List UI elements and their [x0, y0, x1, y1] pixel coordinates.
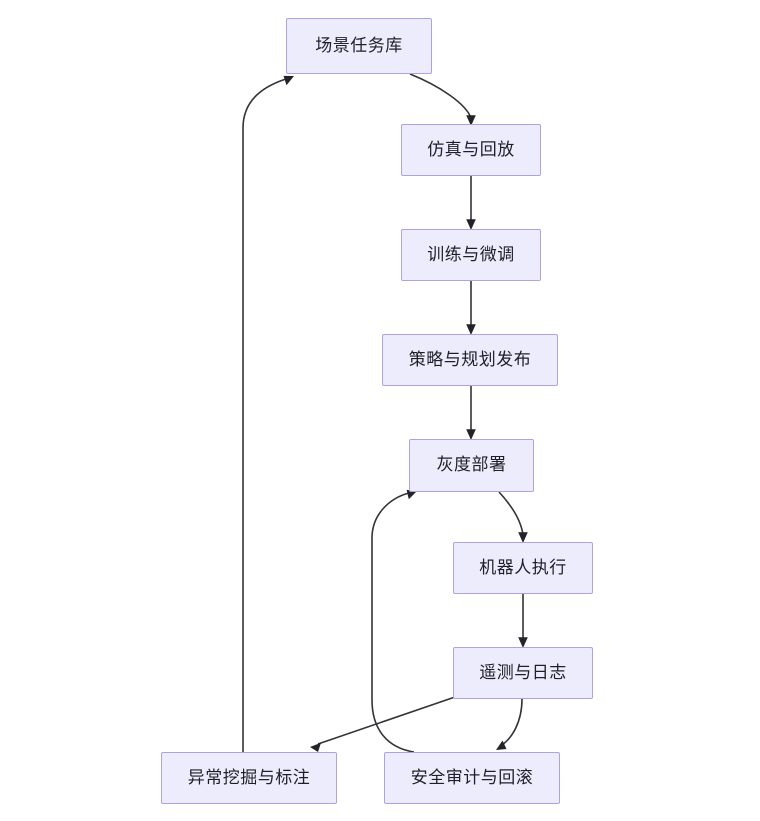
node-label-sim-replay: 仿真与回放 [427, 139, 515, 159]
edge-canary-deploy-to-robot-execute [498, 491, 528, 543]
node-label-anomaly-mining: 异常挖掘与标注 [187, 767, 311, 787]
node-policy-publish[interactable]: 策略与规划发布 [382, 334, 558, 386]
node-anomaly-mining[interactable]: 异常挖掘与标注 [161, 752, 337, 804]
edge-telemetry-logs-to-safety-rollback [496, 698, 523, 750]
node-label-train-finetune: 训练与微调 [427, 244, 515, 264]
edge-safety-rollback-to-canary-deploy [371, 489, 417, 753]
node-scenario-library[interactable]: 场景任务库 [286, 18, 432, 74]
edge-telemetry-logs-to-anomaly-mining [310, 696, 456, 752]
edge-robot-execute-to-telemetry-logs [518, 594, 528, 648]
node-label-scenario-library: 场景任务库 [315, 35, 403, 55]
node-canary-deploy[interactable]: 灰度部署 [409, 439, 534, 492]
node-sim-replay[interactable]: 仿真与回放 [401, 124, 541, 176]
node-train-finetune[interactable]: 训练与微调 [401, 229, 541, 281]
node-label-telemetry-logs: 遥测与日志 [479, 662, 567, 682]
node-safety-rollback[interactable]: 安全审计与回滚 [384, 752, 560, 804]
edge-sim-replay-to-train-finetune [466, 176, 476, 230]
edge-train-finetune-to-policy-publish [466, 281, 476, 335]
node-label-safety-rollback: 安全审计与回滚 [410, 767, 534, 787]
edge-anomaly-mining-to-scenario-library [242, 75, 294, 752]
node-telemetry-logs[interactable]: 遥测与日志 [453, 647, 593, 699]
node-label-policy-publish: 策略与规划发布 [408, 349, 532, 369]
node-label-canary-deploy: 灰度部署 [436, 455, 507, 475]
edge-scenario-library-to-sim-replay [409, 73, 476, 126]
node-robot-execute[interactable]: 机器人执行 [453, 542, 593, 594]
node-label-robot-execute: 机器人执行 [479, 557, 567, 577]
edge-policy-publish-to-canary-deploy [466, 386, 476, 440]
